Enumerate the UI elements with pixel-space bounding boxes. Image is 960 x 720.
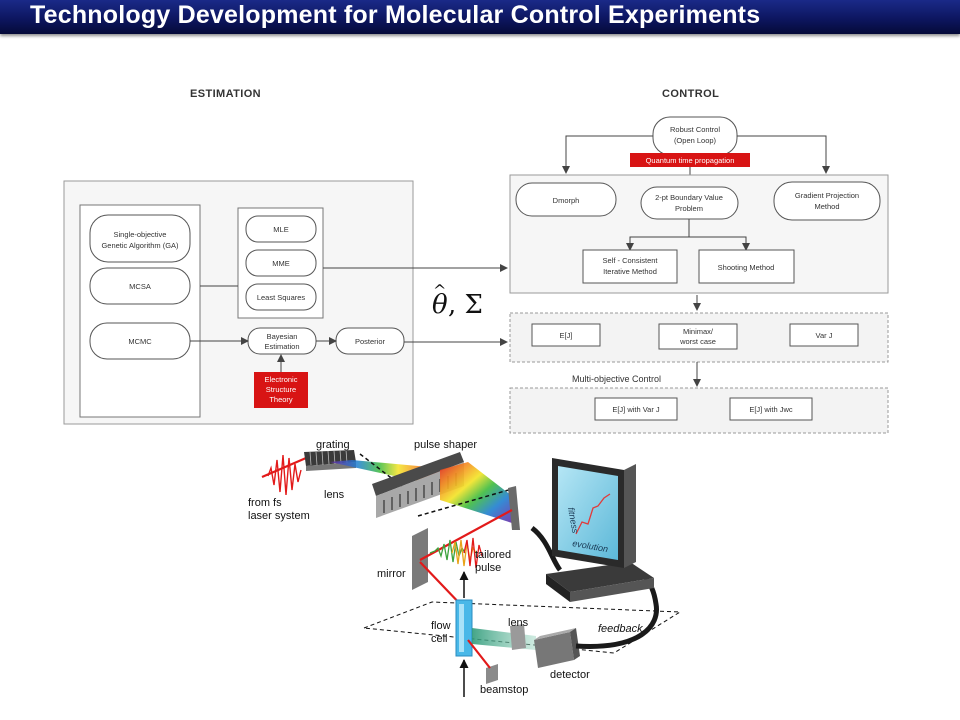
sci-line2: Iterative Method [603,267,657,276]
beamstop-label: beamstop [480,684,528,696]
flow-cell-line2: cell [431,633,448,645]
estimation-panel: ESTIMATION Single-objective Genetic Algo… [63,88,414,425]
grating-label: grating [316,439,350,451]
ga-line1: Single-objective [114,230,167,239]
input-pulse [267,454,302,496]
bvp-node [640,186,739,220]
mle-node [245,215,317,243]
theta-sigma-formula: θ ^ , Σ [432,281,483,320]
least-squares-label: Least Squares [257,293,306,302]
gradient-projection-node [773,181,881,221]
varj-node [789,323,859,347]
beamstop [486,664,498,684]
shaped-spectrum-fan [440,462,512,523]
formula-theta: θ [432,290,448,320]
qtp-label: Quantum time propagation [646,156,735,165]
gpm-line1: Gradient Projection [795,191,859,200]
lens-top-label: lens [324,489,345,501]
minimax-line2: worst case [679,337,716,346]
shaper-cable [530,526,563,572]
shooting-label: Shooting Method [718,263,775,272]
tailored-pulse-red [463,537,483,569]
title-bar: Technology Development for Molecular Con… [0,0,960,34]
ga-node [89,214,191,263]
robust-line2: (Open Loop) [674,136,717,145]
ej-label: E[J] [560,331,573,340]
ej-jwc-label: E[J] with Jwc [749,405,793,414]
minimax-line1: Minimax/ [683,327,714,336]
bayesian-line2: Estimation [264,342,299,351]
bvp-line1: 2-pt Boundary Value [655,193,723,202]
mcsa-label: MCSA [129,282,151,291]
slide-title: Technology Development for Molecular Con… [30,1,761,29]
est-line3: Theory [269,395,293,404]
multi-objective-frame [509,387,889,434]
edge-robust-gradient [737,135,830,174]
from-fs-line1: from fs [248,497,282,509]
mme-node [245,249,317,277]
minimax-node [658,323,738,350]
est-line1: Electronic [265,375,298,384]
mcsa-node [89,267,191,305]
fitness-label: fitness [566,507,580,535]
feedback-label: feedback [598,623,643,635]
computer: fitness evolution [546,458,654,602]
collection-lens [510,624,526,650]
ej-var-node [594,397,678,421]
least-squares-node [245,283,317,311]
bvp-line2: Problem [675,204,703,213]
mirror-label: mirror [377,568,406,580]
mle-label: MLE [273,225,288,234]
mcmc-label: MCMC [128,337,152,346]
multi-objective-label: Multi-objective Control [572,374,661,384]
dmorph-label: Dmorph [553,196,580,205]
beam-to-mirror [419,509,513,561]
posterior-label: Posterior [355,337,386,346]
beam-to-beamstop [467,639,491,669]
ej-node [531,323,601,347]
ej-var-label: E[J] with Var J [612,405,660,414]
formula-hat: ^ [433,281,446,300]
mme-label: MME [272,259,290,268]
lens-bottom-label: lens [508,617,529,629]
varj-label: Var J [816,331,833,340]
sci-line1: Self - Consistent [602,256,658,265]
from-fs-line2: laser system [248,510,310,522]
est-line2: Structure [266,385,296,394]
formula-sigma: , Σ [448,290,483,320]
tailored-line1: tailored [475,549,511,561]
ej-jwc-node [729,397,813,421]
bayesian-line1: Bayesian [267,332,298,341]
lens-position-lower [417,488,513,517]
shooting-node [698,249,795,284]
flow-cell-line1: flow [431,620,451,632]
robust-line1: Robust Control [670,125,720,134]
pulse-shaper-label: pulse shaper [414,439,477,451]
tailored-line2: pulse [475,562,501,574]
estimation-header: ESTIMATION [190,88,261,100]
detector [534,628,580,668]
electronic-structure-node [254,372,308,408]
fitness-curve [575,493,611,535]
detector-label: detector [550,669,590,681]
edge-bvp-shooting [689,236,750,251]
panel-connectors: θ ^ , Σ [323,264,508,346]
self-consistent-node [582,249,678,284]
monitor-screen [558,466,618,560]
fluorescence-cone [472,628,536,650]
quantum-time-propagation-node [630,153,750,167]
edge-bvp-sci [626,219,690,251]
control-header: CONTROL [662,88,719,100]
dmorph-node [515,182,617,217]
experimental-setup: fitness evolution grating pulse shaper l… [248,439,682,697]
edge-robust-dmorph [562,135,653,174]
output-grating [508,486,520,530]
flow-cell [455,571,473,697]
gpm-line2: Method [814,202,839,211]
control-panel: CONTROL Robust Control (Open Loop) Quant… [509,88,889,434]
ga-line2: Genetic Algorithm (GA) [101,241,179,250]
